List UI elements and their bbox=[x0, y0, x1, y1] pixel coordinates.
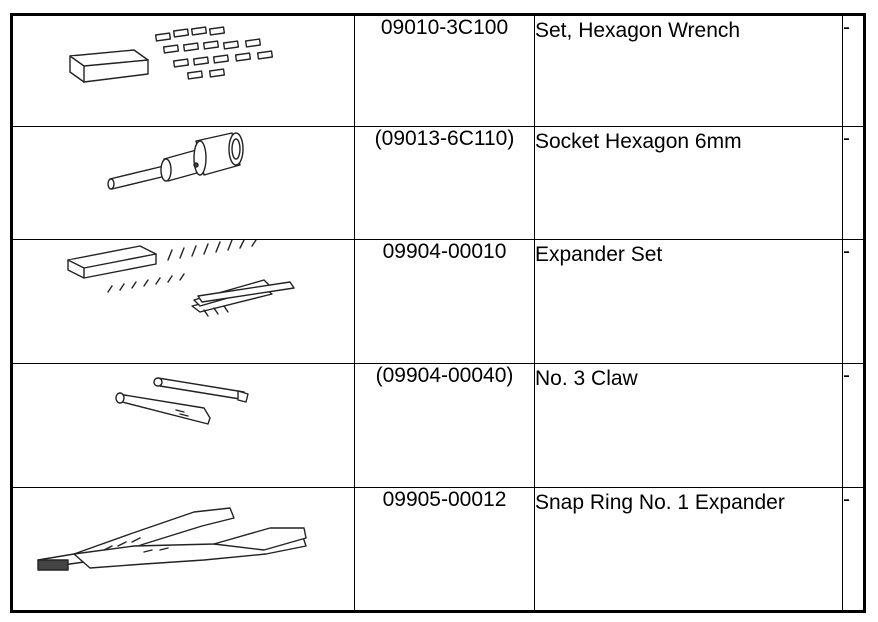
part-number: 09010-3C100 bbox=[354, 14, 535, 127]
tool-illustration-cell bbox=[11, 239, 355, 364]
table-row: (09904-00040) No. 3 Claw - bbox=[11, 363, 865, 488]
table-row: 09010-3C100 Set, Hexagon Wrench - bbox=[11, 14, 865, 127]
tool-name: Expander Set bbox=[534, 239, 843, 364]
part-number: 09904-00010 bbox=[354, 239, 535, 364]
remark: - bbox=[842, 363, 865, 488]
remark: - bbox=[842, 126, 865, 240]
remark: - bbox=[842, 239, 865, 364]
tool-illustration-cell bbox=[11, 363, 355, 488]
table-row: 09905-00012 Snap Ring No. 1 Expander - bbox=[11, 487, 865, 612]
remark: - bbox=[842, 14, 865, 127]
part-number: 09905-00012 bbox=[354, 487, 535, 612]
hexagon-wrench-set-illustration bbox=[68, 26, 273, 83]
tool-name: Socket Hexagon 6mm bbox=[534, 126, 843, 240]
expander-set-illustration bbox=[66, 240, 295, 317]
claw-illustration bbox=[114, 377, 249, 425]
snap-ring-expander-illustration bbox=[36, 507, 307, 571]
part-number: (09904-00040) bbox=[354, 363, 535, 488]
remark: - bbox=[842, 487, 865, 612]
tool-illustration-cell bbox=[11, 126, 355, 240]
table-row: 09904-00010 Expander Set - bbox=[11, 239, 865, 364]
tool-name: Snap Ring No. 1 Expander bbox=[534, 487, 843, 612]
socket-hexagon-illustration bbox=[106, 132, 244, 190]
table-row: (09013-6C110) Socket Hexagon 6mm - bbox=[11, 126, 865, 240]
special-tools-table: 09010-3C100 Set, Hexagon Wrench - ( bbox=[10, 13, 866, 613]
tool-illustration-cell bbox=[11, 14, 355, 127]
tool-name: No. 3 Claw bbox=[534, 363, 843, 488]
tool-name: Set, Hexagon Wrench bbox=[534, 14, 843, 127]
tool-illustration-cell bbox=[11, 487, 355, 612]
part-number: (09013-6C110) bbox=[354, 126, 535, 240]
